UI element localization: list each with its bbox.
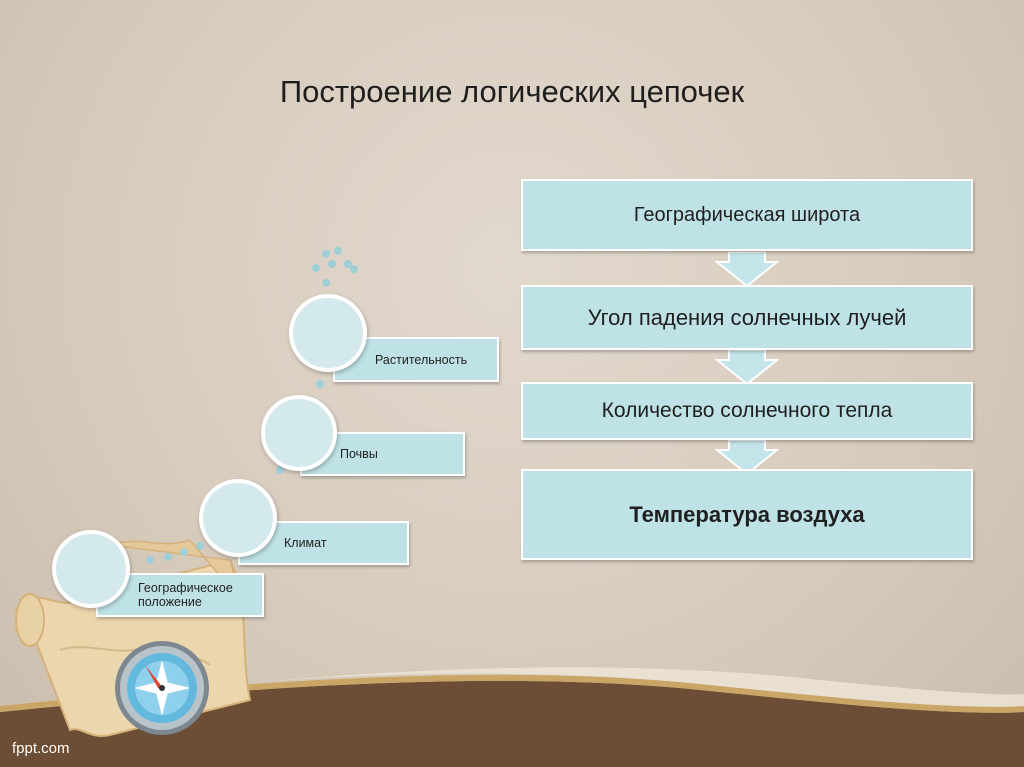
connector-dot [180,548,188,556]
flow-box-text: Температура воздуха [629,501,865,527]
ladder-step-circle [289,294,367,372]
flow-box-text: Угол падения солнечных лучей [587,304,907,330]
footer-brand: fppt.com [12,740,70,757]
connector-dot [322,279,330,287]
flow-box: Температура воздуха [521,469,973,560]
ladder-step-text: Климат [284,536,327,550]
flow-box-text: Количество солнечного тепла [601,399,893,422]
flow-box-text: Географическая широта [633,203,861,226]
connector-dot [328,260,336,268]
connector-dot [322,250,330,258]
ladder-step-text: Почвы [340,447,378,461]
connector-dot [312,264,320,272]
connector-dot [276,466,284,474]
connector-dot [350,265,358,273]
flow-box: Количество солнечного тепла [521,382,973,440]
connector-dot [344,260,352,268]
ladder-step-text: Географическое положение [138,581,233,609]
flow-box: Географическая широта [521,179,973,251]
ladder-step-text: Растительность [375,352,468,367]
flow-box: Угол падения солнечных лучей [521,285,973,350]
connector-dot [164,553,172,561]
down-arrow [715,350,779,384]
slide-title: Построение логических цепочек [279,74,745,109]
ladder-step-circle [199,479,277,557]
ladder-step-circle [52,530,130,608]
connector-dot [146,556,154,564]
down-arrow [715,252,779,286]
down-arrow [715,440,779,474]
connector-dot [196,542,204,550]
ladder-step-circle [261,395,337,471]
connector-dot [334,247,342,255]
connector-dot [316,380,324,388]
